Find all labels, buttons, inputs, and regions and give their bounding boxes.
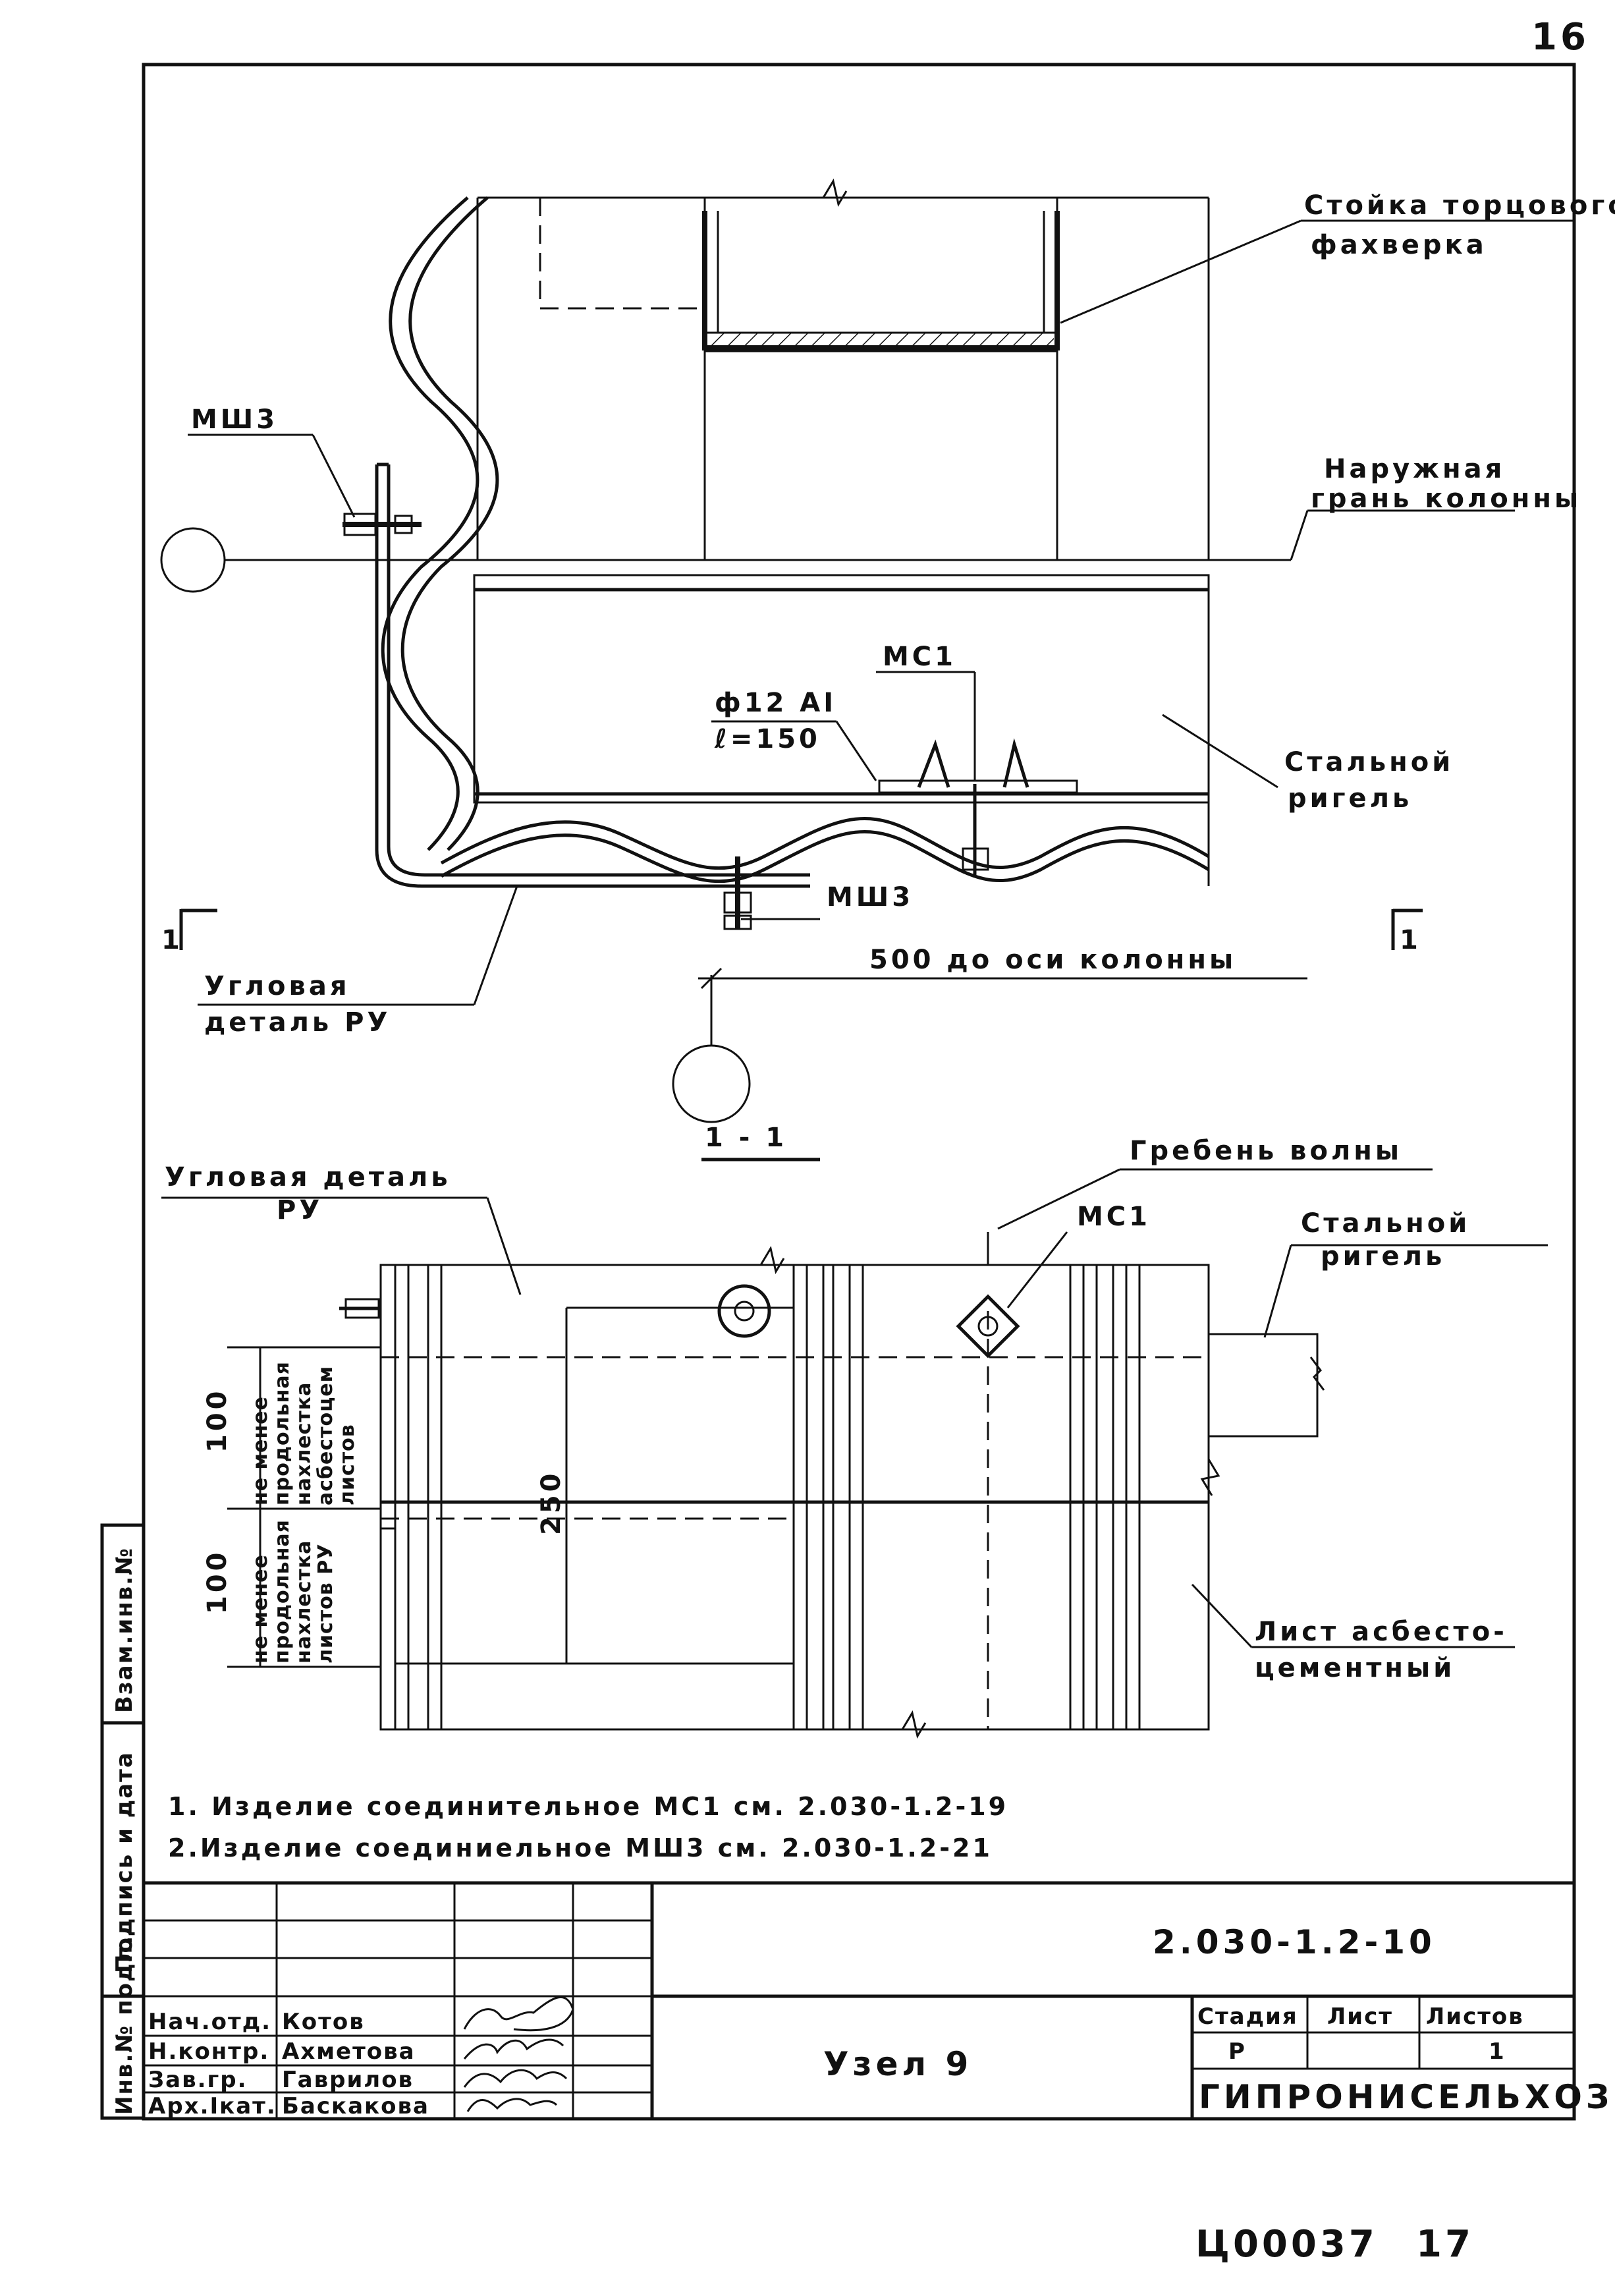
lap-b-4: листов РУ — [314, 1544, 337, 1664]
name-4: Баскакова — [282, 2093, 429, 2119]
label-uglovaya-1: Угловая — [204, 971, 350, 1001]
role-4: Арх.Iкат. — [148, 2093, 277, 2119]
drawing-title: Узел 9 — [823, 2045, 972, 2083]
sheets-header: Листов — [1426, 2003, 1524, 2030]
signature-4 — [466, 2098, 558, 2112]
page-number: 16 — [1531, 16, 1589, 59]
organization: ГИПРОНИСЕЛЬХОЗ — [1199, 2078, 1613, 2116]
label-mc1-plan: МС1 — [1077, 1202, 1151, 1232]
lap-a-1: не менее — [249, 1396, 272, 1505]
dim-250: 250 — [536, 1470, 566, 1536]
lap-a-4: асбестоцем — [314, 1366, 337, 1505]
label-msh3-top: МШ3 — [191, 405, 278, 435]
label-dimension-500: 500 до оси колонны — [869, 945, 1236, 975]
title-block: 2.030-1.2-10 Узел 9 Стадия Лист Листов Р… — [144, 1881, 1613, 2119]
label-rigel-top-2: ригель — [1288, 783, 1412, 814]
section-mark-right: 1 — [1400, 925, 1421, 955]
lap-b-2: продольная — [271, 1519, 294, 1664]
label-uglovaya-2: деталь РУ — [204, 1007, 391, 1038]
label-list-1: Лист асбесто- — [1255, 1617, 1508, 1647]
label-uglovaya-plan-1: Угловая деталь — [165, 1162, 451, 1192]
lap-a-5: листов — [336, 1424, 359, 1505]
sheets-value: 1 — [1489, 2038, 1506, 2065]
drawing-frame — [142, 63, 1576, 2121]
stage-header: Стадия — [1197, 2003, 1298, 2030]
signature-1 — [463, 1996, 574, 2032]
label-msh3-bottom: МШ3 — [827, 882, 914, 912]
dim-100-a: 100 — [202, 1388, 233, 1453]
signature-3 — [463, 2069, 568, 2088]
label-list-2: цементный — [1255, 1653, 1455, 1683]
designation: 2.030-1.2-10 — [1153, 1923, 1436, 1961]
plan-view — [227, 1232, 1325, 1739]
label-naruzhnaya-1: Наружная — [1324, 454, 1505, 484]
lap-a-2: продольная — [271, 1361, 294, 1505]
section-labels: Стойка торцового фахверка МШ3 Наружная г… — [188, 190, 1615, 1162]
label-mc1-top: МС1 — [883, 642, 956, 672]
section-view: 1 1 — [160, 179, 1515, 1123]
label-rebar-1: ф12 АI — [715, 688, 836, 718]
lap-a-3: нахлестка — [292, 1382, 315, 1505]
label-uglovaya-plan-2: РУ — [277, 1195, 323, 1225]
label-rigel-plan-1: Стальной — [1301, 1208, 1470, 1239]
label-rigel-top-1: Стальной — [1284, 747, 1454, 777]
label-stoyka-1: Стойка торцового — [1304, 190, 1615, 221]
stamp-inv-podl: Инв.№ подл. — [111, 1935, 138, 2115]
plan-labels: Угловая деталь РУ Гребень волны МС1 Стал… — [161, 1136, 1548, 1683]
footer-code: Ц00037 — [1195, 2223, 1378, 2266]
sheet-header: Лист — [1327, 2003, 1393, 2030]
note-2: 2.Изделие соединиельное МШ3 см. 2.030-1.… — [168, 1834, 993, 1862]
footer-num: 17 — [1416, 2223, 1474, 2266]
signature-2 — [463, 2038, 564, 2059]
label-stoyka-2: фахверка — [1311, 230, 1487, 260]
section-mark-left: 1 — [161, 925, 183, 955]
stamp-podpis: Подпись и дата — [111, 1751, 138, 1973]
label-rebar-2: ℓ=150 — [714, 724, 821, 754]
role-1: Нач.отд. — [148, 2009, 271, 2035]
name-3: Гаврилов — [282, 2067, 414, 2093]
dim-100-b: 100 — [202, 1550, 233, 1615]
label-naruzhnaya-2: грань колонны — [1311, 484, 1581, 514]
name-1: Котов — [282, 2009, 365, 2035]
role-3: Зав.гр. — [148, 2067, 248, 2093]
stamp-vzam: Взам.инв.№ — [111, 1547, 138, 1713]
lap-b-1: не менее — [249, 1554, 272, 1664]
section-title: 1 - 1 — [705, 1123, 787, 1153]
name-2: Ахметова — [282, 2038, 416, 2065]
stage-value: Р — [1228, 2038, 1246, 2065]
side-stamp: Инв.№ подл. Подпись и дата Взам.инв.№ — [100, 1523, 146, 2120]
role-2: Н.контр. — [148, 2038, 269, 2065]
label-rigel-plan-2: ригель — [1321, 1241, 1445, 1272]
label-greben: Гребень волны — [1130, 1136, 1402, 1166]
note-1: 1. Изделие соединительное МС1 см. 2.030-… — [168, 1792, 1008, 1821]
lap-b-3: нахлестка — [292, 1540, 315, 1664]
